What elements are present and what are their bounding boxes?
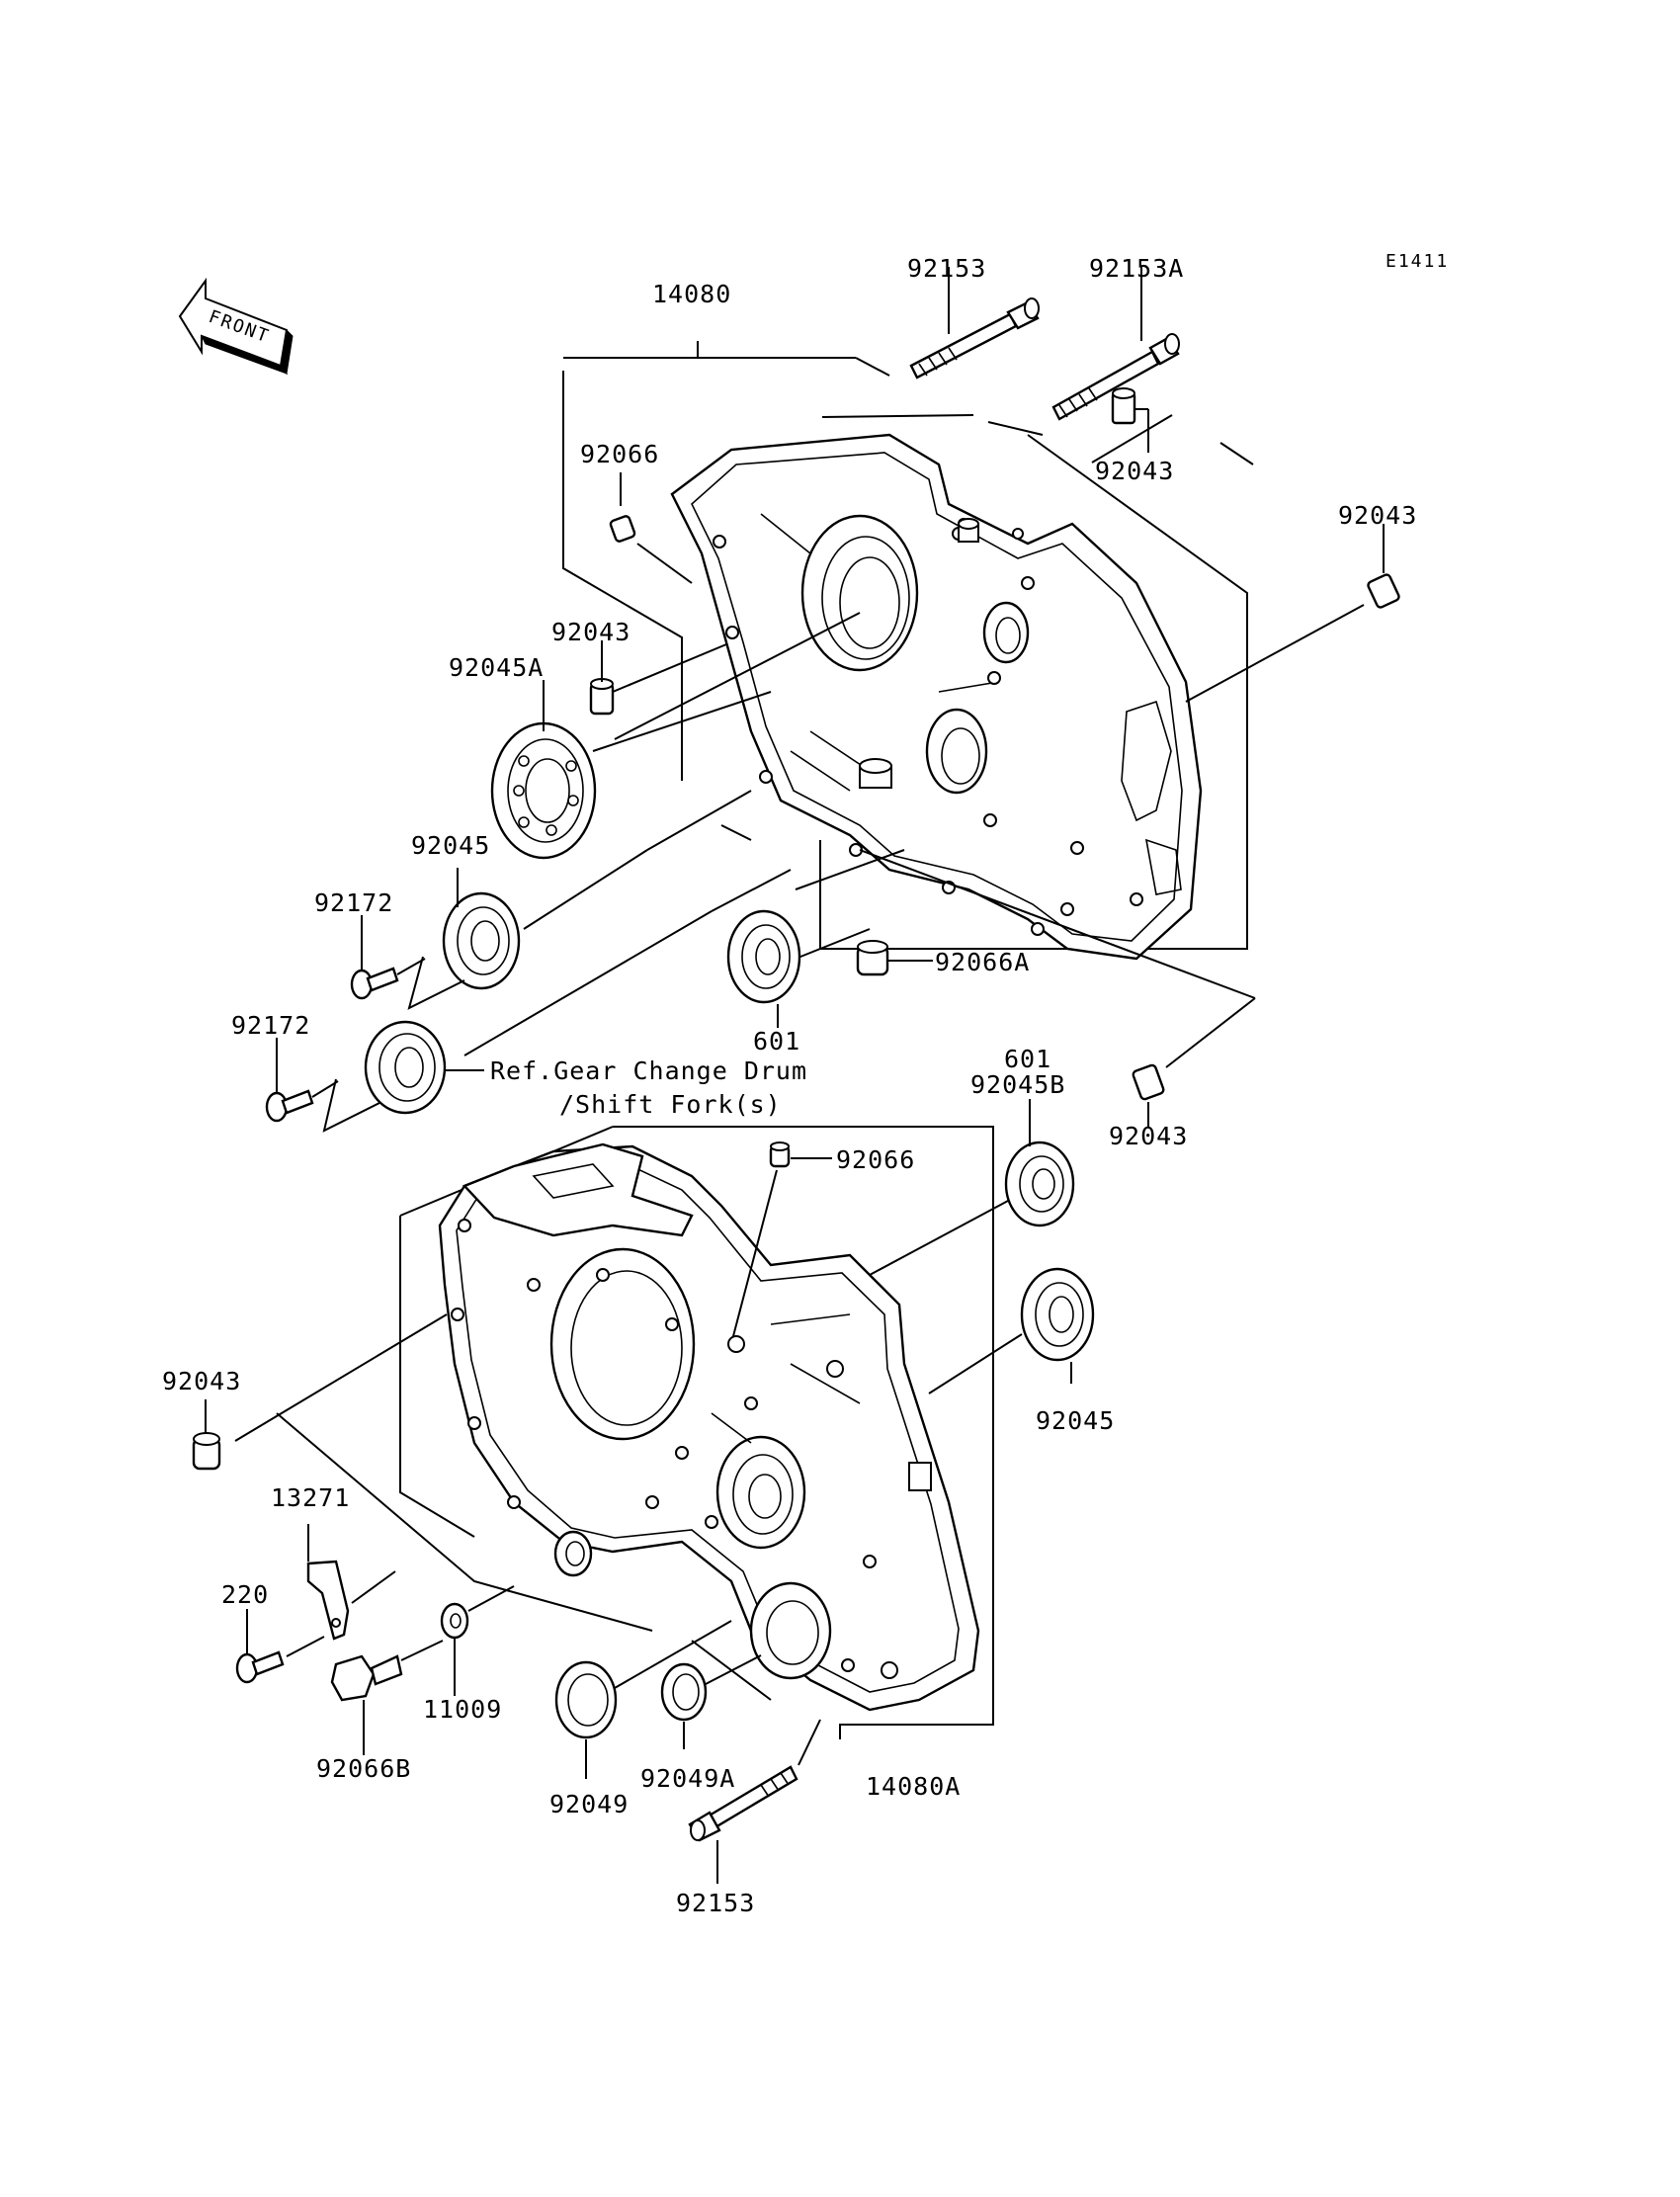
- label-601-upper: 601: [753, 1027, 800, 1056]
- upper-crankcase-drawing: [562, 341, 1248, 961]
- label-ref-note-line1: Ref.Gear Change Drum: [490, 1056, 807, 1085]
- label-92066-lower: 92066: [836, 1145, 915, 1174]
- bearing-92045b: [1004, 1141, 1075, 1227]
- label-14080: 14080: [652, 280, 731, 308]
- label-92172-upper: 92172: [314, 888, 393, 917]
- front-arrow-icon: FRONT: [178, 277, 294, 376]
- bolt-92153-bottom: [688, 1765, 798, 1842]
- screw-220: [235, 1650, 285, 1684]
- bearing-92045-right: [1020, 1267, 1095, 1362]
- dowel-92043-left-lower: [192, 1432, 221, 1471]
- label-14080a: 14080A: [866, 1772, 961, 1801]
- washer-11009: [440, 1602, 469, 1640]
- bearing-92045a: [490, 721, 597, 860]
- label-92045a: 92045A: [449, 653, 544, 682]
- label-92172-lower: 92172: [231, 1011, 310, 1040]
- dowel-92043-left-upper: [589, 678, 615, 716]
- label-92045b: 92045B: [970, 1070, 1065, 1099]
- dowel-92043-far-right: [1367, 573, 1400, 609]
- label-13271: 13271: [271, 1483, 350, 1512]
- plug-92066b: [330, 1654, 403, 1702]
- label-92049: 92049: [549, 1790, 629, 1818]
- label-92066-top: 92066: [580, 440, 659, 468]
- bracket-13271: [306, 1560, 350, 1641]
- bearing-ref-gear-change: [364, 1020, 447, 1115]
- bearing-92045-left: [442, 891, 521, 990]
- screw-92172-lower: [265, 1089, 314, 1123]
- label-92066a: 92066A: [935, 948, 1030, 976]
- upper-leader-lines: [463, 414, 1365, 1068]
- lower-crankcase-drawing: [399, 1126, 994, 1739]
- label-92043-top-right: 92043: [1095, 457, 1174, 485]
- seal-92049: [554, 1660, 618, 1739]
- dowel-92043-right-lower: [1132, 1063, 1165, 1101]
- label-92045-right: 92045: [1036, 1406, 1115, 1435]
- label-92043-left-lower: 92043: [162, 1367, 241, 1395]
- label-11009: 11009: [423, 1695, 502, 1724]
- label-601-lower: 601: [1004, 1045, 1051, 1073]
- label-92153a: 92153A: [1089, 254, 1184, 283]
- diagram-code: E1411: [1386, 251, 1449, 272]
- label-92066b: 92066B: [316, 1754, 411, 1783]
- bearing-601-upper: [726, 909, 801, 1004]
- screw-92172-upper: [350, 967, 399, 1000]
- label-92043-left-upper: 92043: [551, 618, 630, 646]
- label-92153-bottom: 92153: [676, 1889, 755, 1917]
- pin-92066-lower: [769, 1141, 791, 1168]
- label-92153-top: 92153: [907, 254, 986, 283]
- label-ref-note-line2: /Shift Fork(s): [559, 1090, 782, 1119]
- seal-92049a: [660, 1662, 708, 1722]
- dowel-92043-top-right: [1111, 387, 1136, 425]
- label-92043-right-lower: 92043: [1109, 1122, 1188, 1150]
- pin-92066-top: [609, 515, 636, 543]
- label-220: 220: [221, 1580, 269, 1609]
- label-92049a: 92049A: [640, 1764, 735, 1793]
- plug-92066a: [856, 940, 889, 976]
- label-92045-left: 92045: [411, 831, 490, 860]
- bolt-92153a: [1051, 333, 1180, 421]
- label-92043-far-right: 92043: [1338, 501, 1417, 530]
- bolt-92153-top: [909, 297, 1040, 380]
